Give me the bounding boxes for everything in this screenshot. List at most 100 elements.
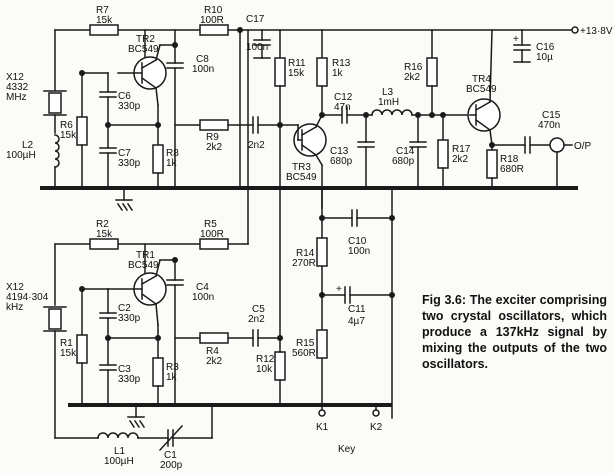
X12-crystal xyxy=(48,92,62,114)
R8-resistor xyxy=(152,144,164,174)
svg-text:K2: K2 xyxy=(370,422,383,433)
svg-text:TR4: TR4 xyxy=(472,74,491,85)
key-terminal-k1 xyxy=(318,409,326,417)
R16-resistor xyxy=(426,57,438,87)
svg-text:1mH: 1mH xyxy=(378,97,399,108)
supply-label: +13·8V xyxy=(580,26,613,37)
svg-text:270R: 270R xyxy=(292,258,316,269)
svg-text:R7: R7 xyxy=(96,5,109,16)
X12-crystal xyxy=(48,308,62,330)
svg-text:100n: 100n xyxy=(192,64,214,75)
svg-text:10k: 10k xyxy=(256,364,273,375)
L1-inductor xyxy=(97,432,139,439)
svg-text:L2: L2 xyxy=(22,140,34,151)
R12-resistor xyxy=(274,351,286,381)
svg-text:Key: Key xyxy=(338,444,355,455)
svg-text:R13: R13 xyxy=(332,58,351,69)
L2-inductor xyxy=(54,134,60,168)
svg-text:4332: 4332 xyxy=(6,82,29,93)
output-label: O/P xyxy=(574,141,592,152)
svg-text:R8: R8 xyxy=(166,148,179,159)
svg-text:100µH: 100µH xyxy=(104,456,134,467)
svg-text:C15: C15 xyxy=(542,110,561,121)
ground-icon xyxy=(127,406,146,429)
svg-text:MHz: MHz xyxy=(6,92,27,103)
svg-text:1k: 1k xyxy=(332,68,344,79)
svg-text:R1: R1 xyxy=(60,338,73,349)
svg-text:+: + xyxy=(336,284,342,295)
R5-resistor xyxy=(199,238,229,250)
supply-terminal xyxy=(571,26,579,34)
svg-text:R5: R5 xyxy=(204,219,217,230)
svg-text:100n: 100n xyxy=(192,292,214,303)
R4-resistor xyxy=(199,332,229,344)
R11-resistor xyxy=(274,57,286,87)
svg-text:R6: R6 xyxy=(60,120,73,131)
svg-text:C16: C16 xyxy=(536,42,555,53)
R13-resistor xyxy=(316,57,328,87)
svg-text:C13: C13 xyxy=(330,146,349,157)
svg-text:560R: 560R xyxy=(292,348,316,359)
svg-text:2k2: 2k2 xyxy=(206,142,223,153)
svg-text:R4: R4 xyxy=(206,346,219,357)
svg-text:TR1: TR1 xyxy=(136,250,155,261)
svg-text:TR2: TR2 xyxy=(136,34,155,45)
svg-text:C8: C8 xyxy=(196,54,209,65)
svg-text:C6: C6 xyxy=(118,91,131,102)
svg-text:680R: 680R xyxy=(500,164,524,175)
svg-text:15k: 15k xyxy=(60,348,77,359)
ground-icon xyxy=(115,189,134,212)
svg-text:330p: 330p xyxy=(118,158,141,169)
svg-text:R2: R2 xyxy=(96,219,109,230)
svg-text:R15: R15 xyxy=(296,338,315,349)
svg-text:100n: 100n xyxy=(246,42,268,53)
R6-resistor xyxy=(76,116,88,146)
svg-text:47n: 47n xyxy=(334,102,351,113)
svg-text:BC549: BC549 xyxy=(128,44,159,55)
R3-resistor xyxy=(152,357,164,387)
svg-text:200p: 200p xyxy=(160,460,183,471)
key-terminal-k2 xyxy=(372,409,380,417)
R17-resistor xyxy=(437,139,449,169)
svg-text:2n2: 2n2 xyxy=(248,314,265,325)
svg-text:R3: R3 xyxy=(166,362,179,373)
svg-text:X12: X12 xyxy=(6,282,24,293)
R7-resistor xyxy=(89,24,119,36)
svg-text:C17: C17 xyxy=(246,14,265,25)
svg-text:10µ: 10µ xyxy=(536,52,553,63)
svg-text:4µ7: 4µ7 xyxy=(348,316,365,327)
svg-text:R9: R9 xyxy=(206,132,219,143)
svg-text:C1: C1 xyxy=(164,450,177,461)
svg-text:TR3: TR3 xyxy=(292,162,311,173)
R14-resistor xyxy=(316,237,328,267)
svg-text:C14: C14 xyxy=(396,146,415,157)
svg-text:L3: L3 xyxy=(382,87,394,98)
R18-resistor xyxy=(486,149,498,179)
svg-text:R10: R10 xyxy=(204,5,223,16)
svg-text:2n2: 2n2 xyxy=(248,140,265,151)
svg-text:C4: C4 xyxy=(196,282,209,293)
R1-resistor xyxy=(76,334,88,364)
svg-text:R17: R17 xyxy=(452,144,471,155)
svg-text:100n: 100n xyxy=(348,246,370,257)
component-labels: R7 15k R10 100R C17 100n TR2 BC549 C8 10… xyxy=(6,5,561,471)
figure-caption: Fig 3.6: The exciter comprising two crys… xyxy=(422,293,607,371)
svg-text:4194·304: 4194·304 xyxy=(6,292,49,303)
svg-text:680p: 680p xyxy=(330,156,353,167)
R10-resistor xyxy=(199,24,229,36)
svg-text:15k: 15k xyxy=(60,130,77,141)
svg-text:kHz: kHz xyxy=(6,302,23,313)
svg-text:+: + xyxy=(513,34,519,45)
svg-text:R18: R18 xyxy=(500,154,519,165)
svg-text:C11: C11 xyxy=(348,304,366,315)
svg-text:330p: 330p xyxy=(118,313,141,324)
svg-text:15k: 15k xyxy=(288,68,305,79)
svg-text:R14: R14 xyxy=(296,248,315,259)
svg-text:2k2: 2k2 xyxy=(404,72,421,83)
R9-resistor xyxy=(199,119,229,131)
svg-text:470n: 470n xyxy=(538,120,560,131)
svg-text:330p: 330p xyxy=(118,374,141,385)
svg-text:C7: C7 xyxy=(118,148,131,159)
